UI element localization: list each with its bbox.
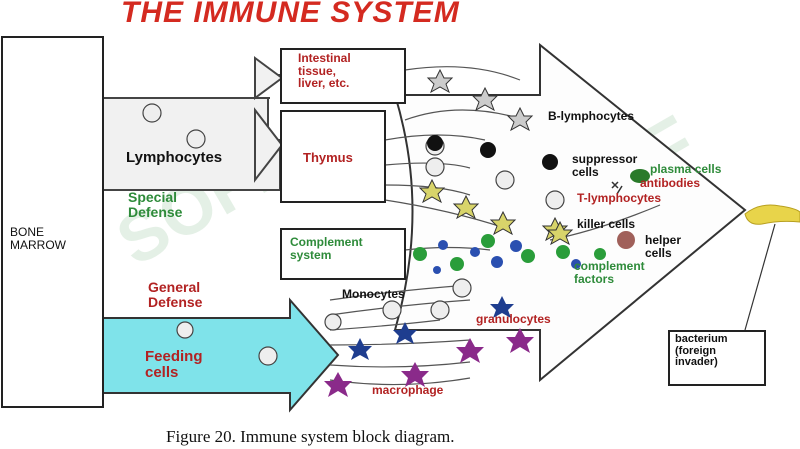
bacterium-box [668, 330, 766, 386]
plasma-cell-icon [630, 169, 650, 183]
complement-dot [510, 240, 522, 252]
complement-dot [556, 245, 570, 259]
special-defense-label: Special Defense [128, 189, 183, 220]
cell-icon [142, 103, 162, 123]
granulocyte-icon [490, 296, 514, 318]
arrowhead-intestinal [254, 56, 284, 100]
cell-icon [258, 346, 278, 366]
intestinal-tissue-box [280, 48, 406, 104]
macrophage-cells [324, 328, 534, 397]
suppressor-cell-icon [542, 154, 558, 170]
granulocyte-icon [393, 322, 417, 344]
t-lymphocytes-label: T-lymphocytes [577, 191, 662, 205]
complement-dot [491, 256, 503, 268]
bacterium-icon [744, 204, 800, 225]
star-cell-icon [489, 210, 517, 236]
complement-dot [594, 248, 606, 260]
complement-dot [438, 240, 448, 250]
star-cell-icon [471, 86, 499, 112]
figure-caption: Figure 20. Immune system block diagram. [166, 427, 455, 446]
granulocyte-icon [348, 338, 372, 360]
antibody-icon [611, 181, 623, 195]
general-defense-label: General Defense [148, 279, 203, 310]
complement-factors [413, 234, 606, 274]
star-cell-icon [452, 194, 480, 220]
main-chevron-arrow [393, 42, 747, 383]
monocytes-label: Monocytes [342, 287, 405, 301]
star-cells [418, 68, 569, 242]
feeding-cells-arrow [102, 297, 340, 413]
thymus-label: Thymus [303, 150, 353, 165]
granulocyte-cells [348, 296, 514, 360]
complement-dot [433, 266, 441, 274]
helper-cell-icon [617, 231, 635, 249]
complement-dot [413, 247, 427, 261]
cell-icon [545, 190, 565, 210]
arrow-to-intestinal [103, 74, 280, 99]
cell-icon [495, 170, 515, 190]
lymphocytes-label: Lymphocytes [126, 149, 223, 166]
complement-dot [481, 234, 495, 248]
killer-cells-label: killer cells [577, 217, 636, 231]
macrophage-icon [456, 338, 484, 363]
plasma-cells-label: plasma cells [650, 162, 722, 176]
thymus-box [280, 110, 386, 203]
feeding-cells-label: Feeding cells [145, 348, 203, 381]
arrowhead-thymus [254, 107, 284, 183]
killer-cell-icon [546, 220, 574, 246]
cell-icon [382, 300, 402, 320]
page-title: THE IMMUNE SYSTEM [121, 0, 460, 29]
granulocytes-label: granulocytes [476, 312, 551, 326]
suppressor-cells-label: suppressor cells [572, 152, 638, 179]
intestinal-tissue-label: Intestinal tissue, liver, etc. [298, 51, 351, 91]
suppressor-cell-icon [427, 135, 443, 151]
flow-lines [329, 66, 661, 386]
cell-icon [186, 129, 206, 149]
macrophage-label: macrophage [372, 383, 444, 397]
suppressor-cell-icon [480, 142, 496, 158]
complement-dot [521, 249, 535, 263]
antibodies-label: antibodies [640, 176, 701, 190]
macrophage-icon [324, 372, 352, 397]
complement-dot [450, 257, 464, 271]
cell-icon [430, 300, 450, 320]
star-cell-icon [426, 68, 454, 94]
bacterium-pointer [744, 223, 776, 331]
cell-icon [324, 313, 342, 331]
cell-icon [425, 157, 445, 177]
bone-marrow-label: BONE MARROW [10, 225, 66, 252]
macrophage-icon [506, 328, 534, 353]
complement-dot [571, 259, 581, 269]
complement-dot [470, 247, 480, 257]
macrophage-icon [401, 362, 429, 387]
complement-system-label: Complement system [290, 235, 363, 262]
cell-icon [452, 278, 472, 298]
cell-icon [176, 321, 194, 339]
star-cell-icon [418, 178, 446, 204]
helper-cells-label: helper cells [645, 233, 682, 260]
bacterium-label: bacterium (foreign invader) [675, 333, 728, 369]
suppressor-cells [427, 135, 558, 170]
complement-system-box [280, 228, 406, 280]
complement-factors-label: complement factors [574, 259, 645, 286]
b-lymphocytes-label: B-lymphocytes [548, 109, 635, 123]
bone-marrow-box [1, 36, 104, 408]
star-cell-icon [506, 106, 534, 132]
